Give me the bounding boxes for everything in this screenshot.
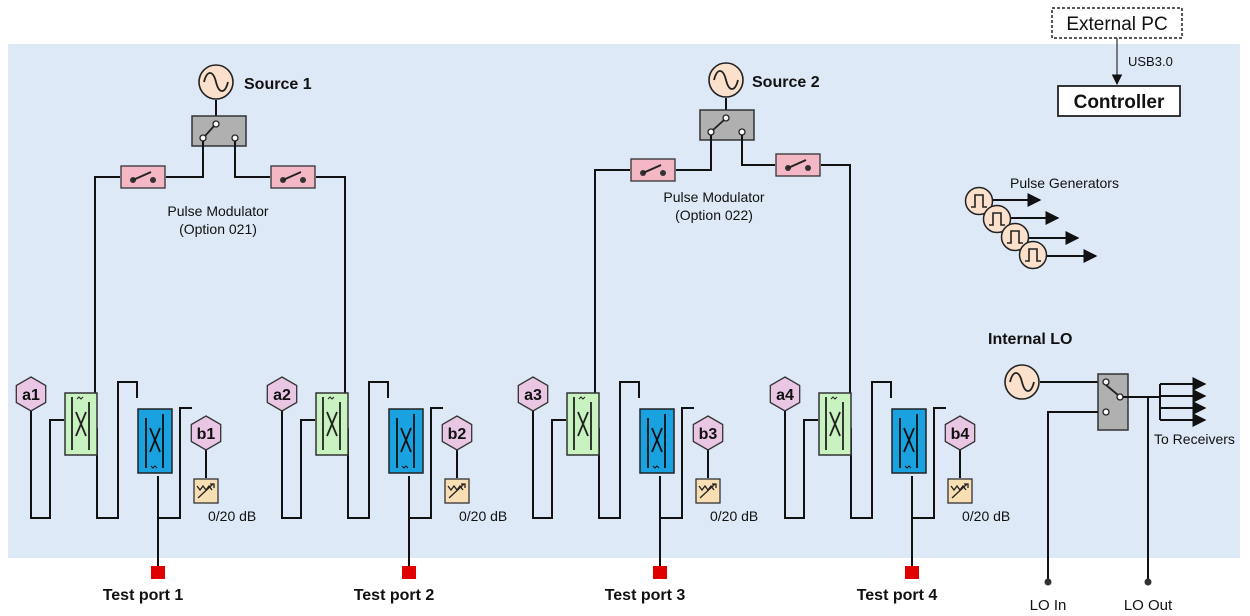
controller-box bbox=[1057, 85, 1181, 117]
reference-receiver-label-2: a2 bbox=[273, 387, 291, 404]
test-port-label-1: Test port 1 bbox=[103, 587, 184, 604]
source1-switch bbox=[191, 115, 247, 147]
port-module-1: a1 b1 0/20 dB Test port 1 bbox=[15, 376, 256, 604]
reference-receiver-label-3: a3 bbox=[524, 387, 542, 404]
test-coupler-4 bbox=[891, 408, 927, 474]
test-receiver-label-1: b1 bbox=[197, 426, 216, 443]
reference-receiver-label-4: a4 bbox=[776, 387, 794, 404]
attenuator-label-3: 0/20 dB bbox=[710, 508, 758, 524]
test-receiver-2 bbox=[441, 415, 473, 451]
test-port-connector-1 bbox=[151, 566, 165, 579]
pulse-generator-icon-4 bbox=[1018, 240, 1048, 270]
pulse-modulator-2-option: (Option 022) bbox=[675, 207, 753, 223]
attenuator-label-4: 0/20 dB bbox=[962, 508, 1010, 524]
test-receiver-4 bbox=[944, 415, 976, 451]
source2-modulator-right bbox=[775, 153, 821, 177]
source1-label: Source 1 bbox=[244, 76, 312, 93]
usb-label: USB3.0 bbox=[1128, 54, 1173, 69]
lo-switch bbox=[1097, 373, 1129, 431]
lo-in-connector bbox=[1044, 578, 1052, 586]
test-port-connector-3 bbox=[653, 566, 667, 579]
test-receiver-label-3: b3 bbox=[699, 426, 718, 443]
port-module-3: a3 b3 0/20 dB Test port 3 bbox=[517, 376, 758, 604]
test-port-label-2: Test port 2 bbox=[354, 587, 435, 604]
reference-coupler-3 bbox=[566, 392, 600, 456]
reference-coupler-2 bbox=[315, 392, 349, 456]
source2-switch bbox=[699, 109, 755, 141]
test-port-label-4: Test port 4 bbox=[857, 587, 938, 604]
attenuator-label-1: 0/20 dB bbox=[208, 508, 256, 524]
test-coupler-2 bbox=[388, 408, 424, 474]
attenuator-icon-4 bbox=[947, 478, 973, 504]
test-receiver-1 bbox=[190, 415, 222, 451]
source2-oscillator-icon bbox=[708, 62, 744, 98]
test-port-label-3: Test port 3 bbox=[605, 587, 686, 604]
internal-lo-oscillator-icon bbox=[1004, 364, 1040, 400]
test-coupler-1 bbox=[137, 408, 173, 474]
pulse-modulator-1-label: Pulse Modulator bbox=[167, 203, 269, 219]
attenuator-label-2: 0/20 dB bbox=[459, 508, 507, 524]
external-pc-box bbox=[1051, 7, 1183, 39]
pulse-modulator-1-option: (Option 021) bbox=[179, 221, 257, 237]
test-receiver-label-2: b2 bbox=[448, 426, 467, 443]
attenuator-icon-2 bbox=[444, 478, 470, 504]
pulse-generators: Pulse Generators bbox=[964, 175, 1119, 270]
test-receiver-3 bbox=[692, 415, 724, 451]
reference-coupler-1 bbox=[64, 392, 98, 456]
pulse-generators-label: Pulse Generators bbox=[1010, 175, 1119, 191]
pulse-modulator-2-label: Pulse Modulator bbox=[663, 189, 765, 205]
source2-modulator-left bbox=[630, 158, 676, 182]
source1-modulator-right bbox=[270, 165, 316, 189]
lo-out-label: LO Out bbox=[1124, 597, 1173, 614]
reference-receiver-label-1: a1 bbox=[22, 387, 40, 404]
test-port-connector-4 bbox=[905, 566, 919, 579]
source1-oscillator-icon bbox=[198, 64, 234, 100]
reference-coupler-4 bbox=[818, 392, 852, 456]
port-module-4: a4 b4 0/20 dB Test port 4 bbox=[769, 376, 1010, 604]
source2-label: Source 2 bbox=[752, 74, 820, 91]
source1-modulator-left bbox=[120, 165, 166, 189]
lo-in-label: LO In bbox=[1030, 597, 1067, 614]
attenuator-icon-1 bbox=[193, 478, 219, 504]
attenuator-icon-3 bbox=[695, 478, 721, 504]
external-pc-label: External PC bbox=[1066, 14, 1167, 35]
port-module-2: a2 b2 0/20 dB Test port 2 bbox=[266, 376, 507, 604]
port-modules: a1 b1 0/20 dB Test port 1 a2 b2 0/20 dB Test po… bbox=[15, 376, 1010, 604]
controller-label: Controller bbox=[1074, 92, 1165, 113]
internal-lo-label: Internal LO bbox=[988, 331, 1072, 348]
test-port-connector-2 bbox=[402, 566, 416, 579]
test-receiver-label-4: b4 bbox=[951, 426, 970, 443]
to-receivers-label: To Receivers bbox=[1154, 431, 1235, 447]
test-coupler-3 bbox=[639, 408, 675, 474]
lo-out-connector bbox=[1144, 578, 1152, 586]
